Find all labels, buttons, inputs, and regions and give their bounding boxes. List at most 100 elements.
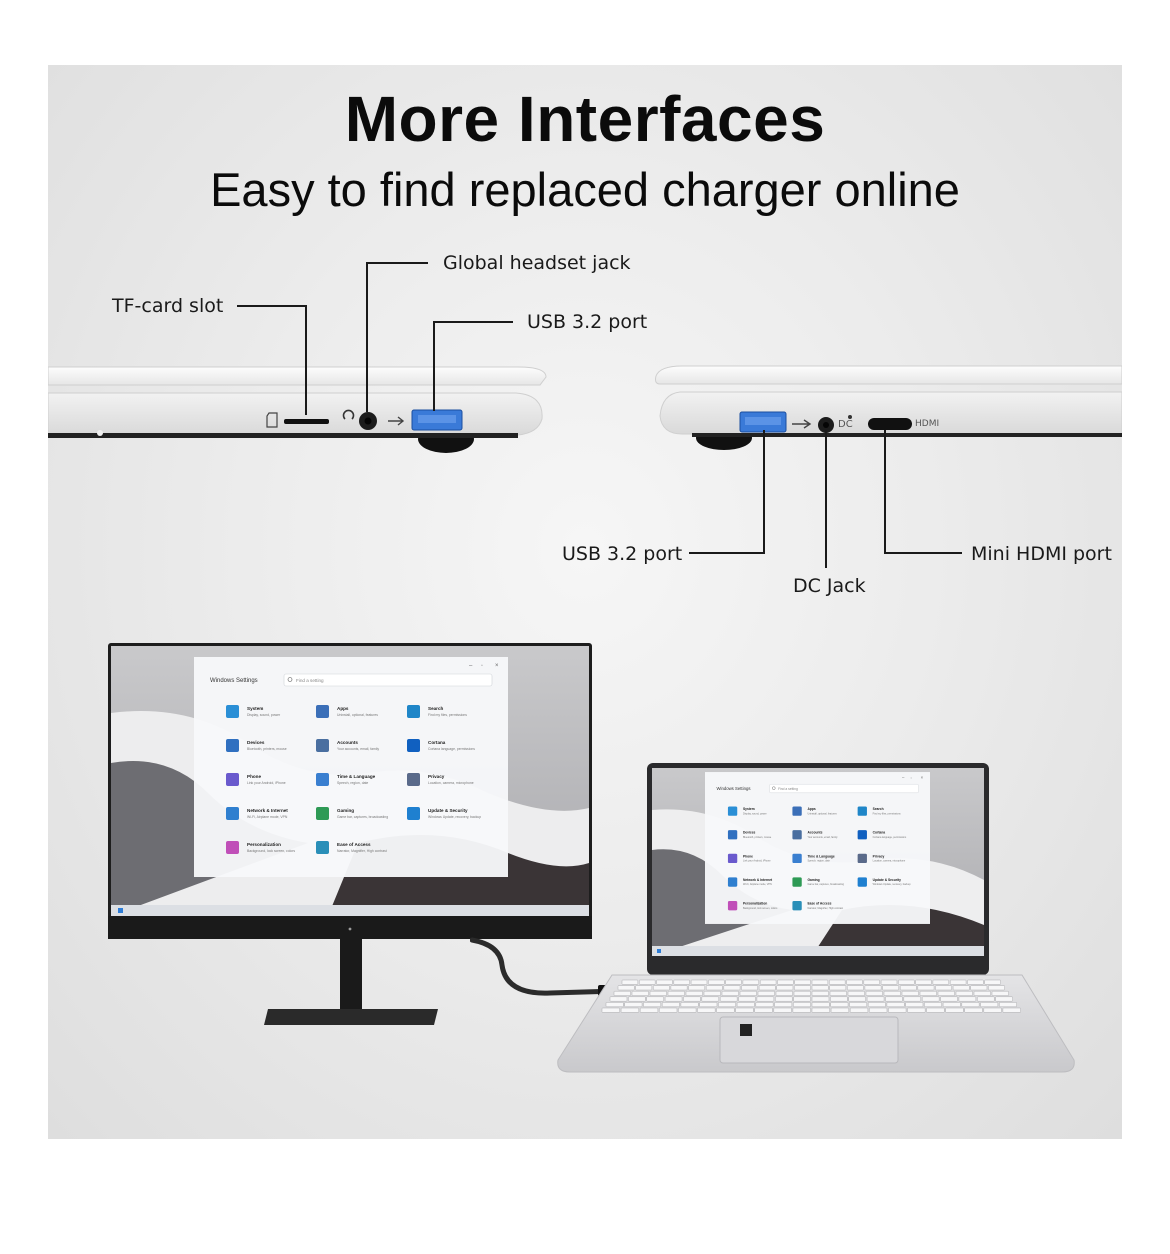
keyboard-key[interactable] bbox=[664, 996, 683, 1002]
keyboard-key[interactable] bbox=[735, 1007, 754, 1013]
keyboard-key[interactable] bbox=[688, 985, 705, 991]
keyboard-key[interactable] bbox=[958, 996, 977, 1002]
keyboard-key[interactable] bbox=[964, 1007, 983, 1013]
keyboard-key[interactable] bbox=[628, 996, 646, 1002]
settings-search-input[interactable] bbox=[283, 673, 493, 687]
keyboard-key[interactable] bbox=[973, 990, 991, 996]
maximize-icon[interactable]: ▫ bbox=[481, 663, 483, 669]
keyboard-key[interactable] bbox=[899, 985, 917, 991]
keyboard-key[interactable] bbox=[703, 990, 721, 996]
keyboard-key[interactable] bbox=[775, 996, 793, 1002]
keyboard-key[interactable] bbox=[639, 979, 656, 985]
keyboard-key[interactable] bbox=[867, 1002, 886, 1007]
keyboard-key[interactable] bbox=[774, 1002, 793, 1007]
keyboard-key[interactable] bbox=[898, 979, 915, 985]
keyboard-key[interactable] bbox=[617, 985, 635, 991]
keyboard-key[interactable] bbox=[716, 1007, 735, 1013]
keyboard-key[interactable] bbox=[793, 990, 811, 996]
keyboard-key[interactable] bbox=[883, 990, 901, 996]
keyboard-key[interactable] bbox=[811, 1007, 830, 1013]
keyboard-key[interactable] bbox=[967, 979, 984, 985]
keyboard-key[interactable] bbox=[683, 996, 701, 1002]
keyboard-key[interactable] bbox=[869, 1007, 888, 1013]
keyboard-key[interactable] bbox=[705, 985, 723, 991]
keyboard-key[interactable] bbox=[849, 1002, 867, 1007]
keyboard-key[interactable] bbox=[777, 979, 794, 985]
keyboard-key[interactable] bbox=[940, 996, 958, 1002]
keyboard-key[interactable] bbox=[882, 985, 899, 991]
keyboard-key[interactable] bbox=[829, 979, 846, 985]
keyboard-key[interactable] bbox=[621, 979, 639, 985]
keyboard-key[interactable] bbox=[917, 985, 935, 991]
keyboard-key[interactable] bbox=[955, 990, 973, 996]
keyboard-key[interactable] bbox=[863, 979, 880, 985]
keyboard-key[interactable] bbox=[864, 985, 882, 991]
keyboard-key[interactable] bbox=[631, 990, 649, 996]
keyboard-key[interactable] bbox=[865, 990, 883, 996]
keyboard-key[interactable] bbox=[718, 1002, 736, 1007]
keyboard-key[interactable] bbox=[701, 996, 719, 1002]
keyboard-key[interactable] bbox=[639, 1007, 659, 1013]
keyboard-key[interactable] bbox=[847, 985, 864, 991]
keyboard-key[interactable] bbox=[678, 1007, 697, 1013]
keyboard-key[interactable] bbox=[921, 996, 940, 1002]
keyboard-key[interactable] bbox=[755, 1002, 774, 1007]
keyboard-key[interactable] bbox=[829, 985, 847, 991]
keyboard-key[interactable] bbox=[984, 979, 1001, 985]
keyboard-key[interactable] bbox=[685, 990, 703, 996]
keyboard-key[interactable] bbox=[754, 1007, 773, 1013]
keyboard-key[interactable] bbox=[983, 1007, 1002, 1013]
keyboard-key[interactable] bbox=[907, 1007, 926, 1013]
keyboard-key[interactable] bbox=[756, 996, 775, 1002]
keyboard-key[interactable] bbox=[613, 990, 631, 996]
keyboard-key[interactable] bbox=[673, 979, 690, 985]
keyboard-key[interactable] bbox=[708, 979, 725, 985]
keyboard-key[interactable] bbox=[794, 979, 811, 985]
keyboard-key[interactable] bbox=[849, 1007, 869, 1013]
keyboard-key[interactable] bbox=[699, 1002, 718, 1007]
keyboard-key[interactable] bbox=[919, 990, 937, 996]
keyboard-key[interactable] bbox=[653, 985, 670, 991]
keyboard-key[interactable] bbox=[738, 996, 756, 1002]
keyboard-key[interactable] bbox=[742, 979, 759, 985]
keyboard-key[interactable] bbox=[759, 979, 777, 985]
keyboard-key[interactable] bbox=[935, 985, 952, 991]
keyboard-key[interactable] bbox=[988, 985, 1005, 991]
minimize-icon[interactable]: – bbox=[902, 775, 905, 780]
keyboard-key[interactable] bbox=[736, 1002, 755, 1007]
keyboard-key[interactable] bbox=[793, 996, 811, 1002]
close-icon[interactable]: × bbox=[495, 663, 499, 669]
keyboard-key[interactable] bbox=[697, 1007, 716, 1013]
close-icon[interactable]: × bbox=[921, 775, 924, 780]
keyboard-key[interactable] bbox=[620, 1007, 639, 1013]
keyboard-key[interactable] bbox=[649, 990, 667, 996]
keyboard-key[interactable] bbox=[741, 985, 758, 991]
keyboard-key[interactable] bbox=[643, 1002, 661, 1007]
keyboard-key[interactable] bbox=[846, 979, 863, 985]
minimize-icon[interactable]: – bbox=[469, 663, 473, 669]
keyboard-key[interactable] bbox=[656, 979, 673, 985]
keyboard-key[interactable] bbox=[903, 996, 921, 1002]
keyboard-key[interactable] bbox=[961, 1002, 980, 1007]
keyboard-key[interactable] bbox=[847, 990, 865, 996]
keyboard-key[interactable] bbox=[609, 996, 628, 1002]
keyboard-key[interactable] bbox=[886, 1002, 905, 1007]
keyboard-key[interactable] bbox=[624, 1002, 643, 1007]
keyboard-key[interactable] bbox=[977, 996, 995, 1002]
keyboard-key[interactable] bbox=[661, 1002, 680, 1007]
keyboard-key[interactable] bbox=[999, 1002, 1017, 1007]
